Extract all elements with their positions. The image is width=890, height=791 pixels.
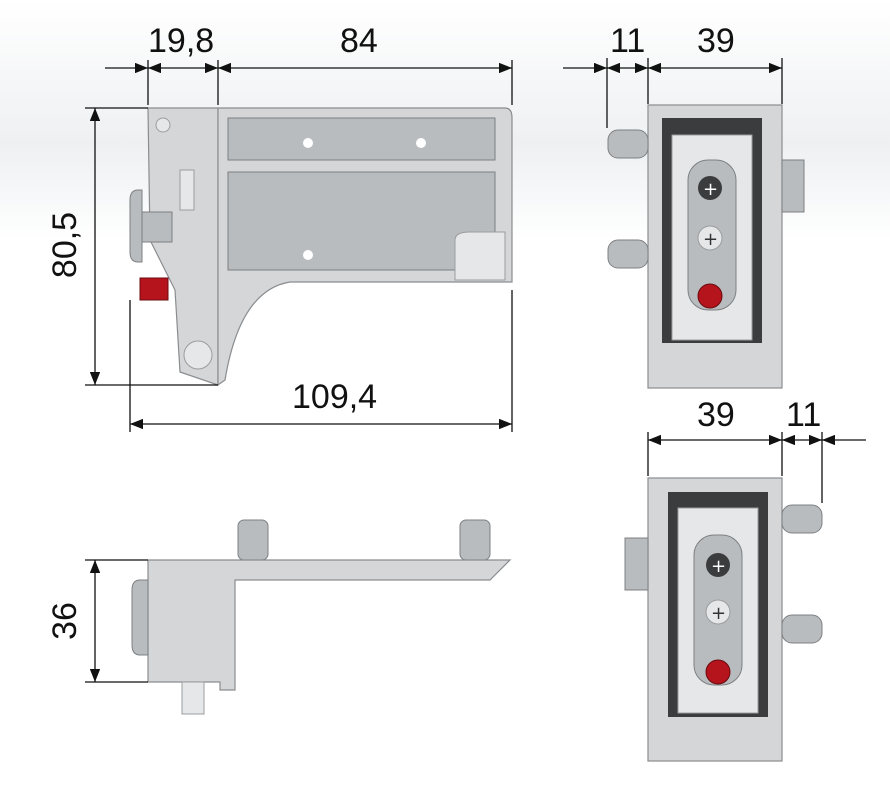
dim-19-8: 19,8 [148,22,214,60]
dim-84: 84 [340,22,378,60]
front-view [129,107,513,387]
svg-text:+: + [703,179,718,200]
dim-39-bottom: 39 [697,396,735,434]
dim-11-top: 11 [610,22,645,60]
dim-11-bottom: 11 [786,396,821,434]
dim-80-5: 80,5 [46,212,84,278]
side-view-top: + + [607,104,805,389]
dim-39-top: 39 [697,22,735,60]
dim-109-4: 109,4 [292,378,377,416]
top-view [131,519,512,715]
svg-text:+: + [711,603,726,624]
dim-36: 36 [46,602,84,640]
side-view-bottom: + + [624,477,823,762]
dimension-lines-front [85,60,513,432]
svg-text:+: + [703,229,718,250]
dimension-lines-top-view [85,559,148,683]
svg-text:+: + [711,556,726,577]
dimension-lines-side-bottom [647,432,866,503]
dimension-lines-side-top [563,58,783,128]
